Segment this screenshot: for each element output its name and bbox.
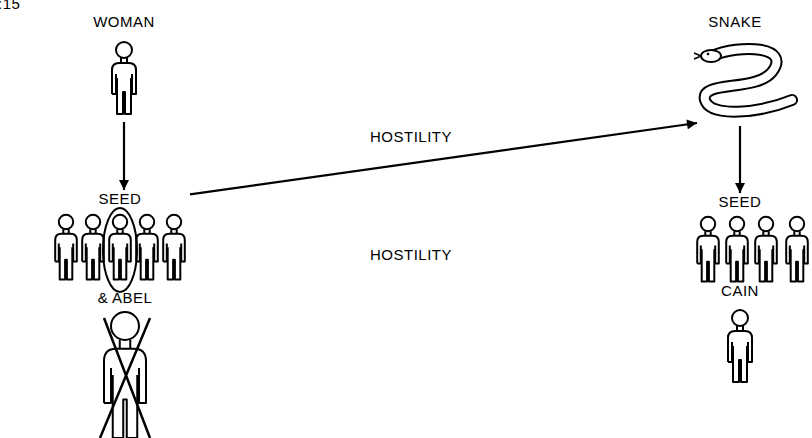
person-figure	[163, 215, 185, 280]
seed-figures	[697, 217, 808, 282]
figure-label: SNAKE	[677, 13, 793, 31]
snake-drawing	[694, 49, 792, 112]
relation-label: HOSTILITY	[370, 246, 452, 264]
abel-figure	[100, 312, 150, 438]
figure-node: WOMAN	[92, 13, 156, 122]
figure-node: SNAKE	[697, 13, 773, 126]
figure-label: WOMAN	[72, 13, 176, 31]
seed-figures	[55, 208, 185, 292]
person-figure	[109, 215, 131, 280]
figure-node: & ABEL	[90, 289, 160, 438]
arrow-connector	[123, 122, 125, 190]
figure-node: SEED	[688, 193, 792, 283]
snake-head	[701, 50, 721, 62]
figure-node: CAIN	[715, 282, 765, 388]
person-figure	[136, 215, 158, 280]
person-figure	[726, 217, 748, 282]
person-figure	[697, 217, 719, 282]
figure-label: SEED	[668, 193, 812, 211]
person-figure	[82, 215, 104, 280]
snake-tongue	[694, 53, 701, 59]
figure-label: & ABEL	[70, 289, 180, 307]
arrow-connector	[190, 123, 697, 194]
verse-reference: :15	[0, 0, 20, 13]
figure-node: SEED	[50, 190, 190, 286]
cain-figure	[728, 310, 752, 382]
relation-label: HOSTILITY	[370, 128, 452, 146]
woman-figure	[112, 42, 136, 114]
arrow-connector	[739, 126, 741, 193]
cross-out	[100, 318, 150, 438]
snake-eye	[707, 53, 710, 56]
figure-label: CAIN	[695, 282, 785, 300]
person-figure	[755, 217, 777, 282]
highlight-ellipse	[103, 208, 137, 292]
person-figure	[55, 215, 77, 280]
figure-label: SEED	[30, 190, 210, 208]
person-figure	[786, 217, 808, 282]
